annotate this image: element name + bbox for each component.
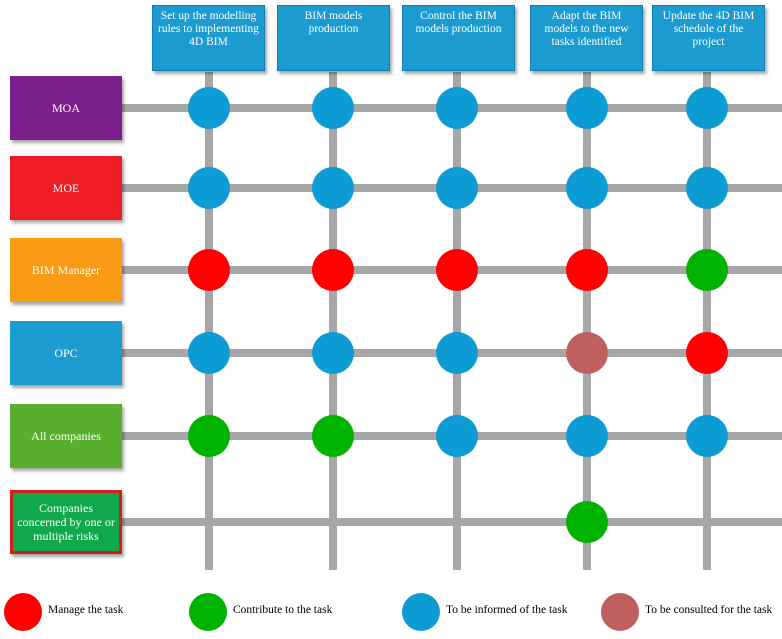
legend-label: Manage the task [48, 604, 124, 616]
role-dot-manage [312, 249, 354, 291]
actor-box-3: BIM Manager [10, 238, 122, 302]
role-dot-informed [312, 167, 354, 209]
role-dot-manage [566, 249, 608, 291]
actor-box-5: All companies [10, 404, 122, 468]
column-line-2 [453, 72, 461, 570]
legend-dot-informed [402, 593, 440, 631]
role-dot-informed [312, 87, 354, 129]
actor-label: OPC [54, 346, 78, 360]
role-dot-manage [686, 332, 728, 374]
legend-dot-manage [4, 593, 42, 631]
task-header-3: Control the BIM models production [402, 5, 515, 71]
role-dot-manage [188, 249, 230, 291]
column-line-0 [205, 72, 213, 570]
column-line-1 [329, 72, 337, 570]
row-line-5 [122, 518, 782, 526]
task-header-4: Adapt the BIM models to the new tasks id… [530, 5, 643, 71]
actor-label: MOA [51, 101, 80, 115]
legend-label: To be informed of the task [446, 604, 568, 616]
role-dot-informed [436, 415, 478, 457]
actor-box-2: MOE [10, 156, 122, 220]
legend-dot-consulted [601, 593, 639, 631]
column-line-4 [703, 72, 711, 570]
task-header-label: BIM models production [304, 10, 363, 35]
actor-box-6: Companies concerned by one or multiple r… [10, 490, 122, 554]
role-dot-informed [566, 167, 608, 209]
role-dot-informed [436, 87, 478, 129]
role-dot-informed [188, 332, 230, 374]
role-dot-informed [188, 167, 230, 209]
role-dot-informed [686, 87, 728, 129]
role-dot-informed [686, 415, 728, 457]
role-dot-informed [436, 167, 478, 209]
task-header-2: BIM models production [277, 5, 390, 71]
raci-matrix-grid [122, 72, 782, 570]
task-header-label: Adapt the BIM models to the new tasks id… [544, 10, 629, 48]
role-dot-informed [686, 167, 728, 209]
actor-box-4: OPC [10, 321, 122, 385]
role-dot-contribute [312, 415, 354, 457]
role-dot-consulted [566, 332, 608, 374]
role-dot-informed [312, 332, 354, 374]
task-header-label: Set up the modelling rules to implementi… [158, 10, 259, 48]
task-header-label: Update the 4D BIM schedule of the projec… [662, 10, 755, 48]
legend-label: Contribute to the task [233, 604, 333, 616]
actor-label: Companies concerned by one or multiple r… [17, 501, 115, 543]
actor-label: MOE [52, 181, 80, 195]
column-line-3 [583, 72, 591, 570]
task-header-5: Update the 4D BIM schedule of the projec… [652, 5, 765, 71]
legend-dot-contribute [189, 593, 227, 631]
role-dot-informed [566, 415, 608, 457]
legend-label: To be consulted for the task [645, 604, 773, 616]
actor-box-1: MOA [10, 76, 122, 140]
role-dot-contribute [566, 501, 608, 543]
role-dot-contribute [188, 415, 230, 457]
role-dot-manage [436, 249, 478, 291]
role-dot-informed [566, 87, 608, 129]
actor-label: All companies [31, 429, 101, 443]
actor-label: BIM Manager [31, 263, 101, 277]
task-header-1: Set up the modelling rules to implementi… [152, 5, 265, 71]
role-dot-informed [188, 87, 230, 129]
role-dot-informed [436, 332, 478, 374]
task-header-label: Control the BIM models production [415, 10, 502, 35]
role-dot-contribute [686, 249, 728, 291]
